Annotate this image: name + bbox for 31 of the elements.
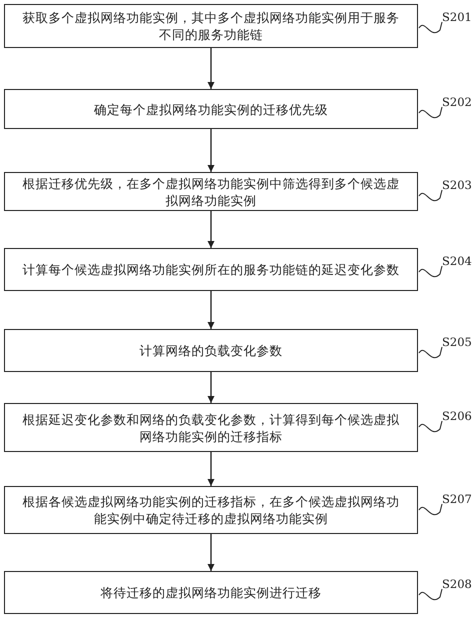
arrow <box>208 452 214 486</box>
arrow <box>208 211 214 248</box>
process-box <box>4 486 418 534</box>
step-text: 确定每个虚拟网络功能实例的迁移优先级 <box>94 100 328 118</box>
step-number: S208 <box>442 577 472 591</box>
step-text: 根据迁移优先级，在多个虚拟网络功能实例中筛选得到多个候选虚拟网络功能实例 <box>22 174 400 208</box>
arrow <box>208 129 214 172</box>
process-box <box>4 403 418 452</box>
step-text: 根据各候选虚拟网络功能实例的迁移指标，在多个候选虚拟网络功能实例中确定待迁移的虚拟网络功能实例 <box>22 493 400 527</box>
step-number: S206 <box>442 409 472 423</box>
step-number: S201 <box>442 10 472 24</box>
process-box <box>4 89 418 129</box>
process-box <box>4 172 418 211</box>
step-number: S202 <box>442 95 472 109</box>
arrow <box>208 534 214 571</box>
process-box <box>4 248 418 291</box>
step-text: 计算网络的负载变化参数 <box>140 342 282 359</box>
step-number: S203 <box>442 178 472 192</box>
process-box <box>4 4 418 48</box>
process-box <box>4 571 418 614</box>
step-text: 获取多个虚拟网络功能实例，其中多个虚拟网络功能实例用于服务不同的服务功能链 <box>22 9 400 43</box>
arrow <box>208 291 214 329</box>
arrow <box>208 48 214 89</box>
arrow <box>208 372 214 403</box>
process-box <box>4 329 418 372</box>
step-number: S205 <box>442 335 472 349</box>
step-text: 根据延迟变化参数和网络的负载变化参数，计算得到每个候选虚拟网络功能实例的迁移指标 <box>22 410 400 444</box>
step-number: S207 <box>442 492 472 506</box>
step-text: 将待迁移的虚拟网络功能实例进行迁移 <box>100 584 322 601</box>
step-number: S204 <box>442 254 472 268</box>
step-text: 计算每个候选虚拟网络功能实例所在的服务功能链的延迟变化参数 <box>22 261 400 278</box>
